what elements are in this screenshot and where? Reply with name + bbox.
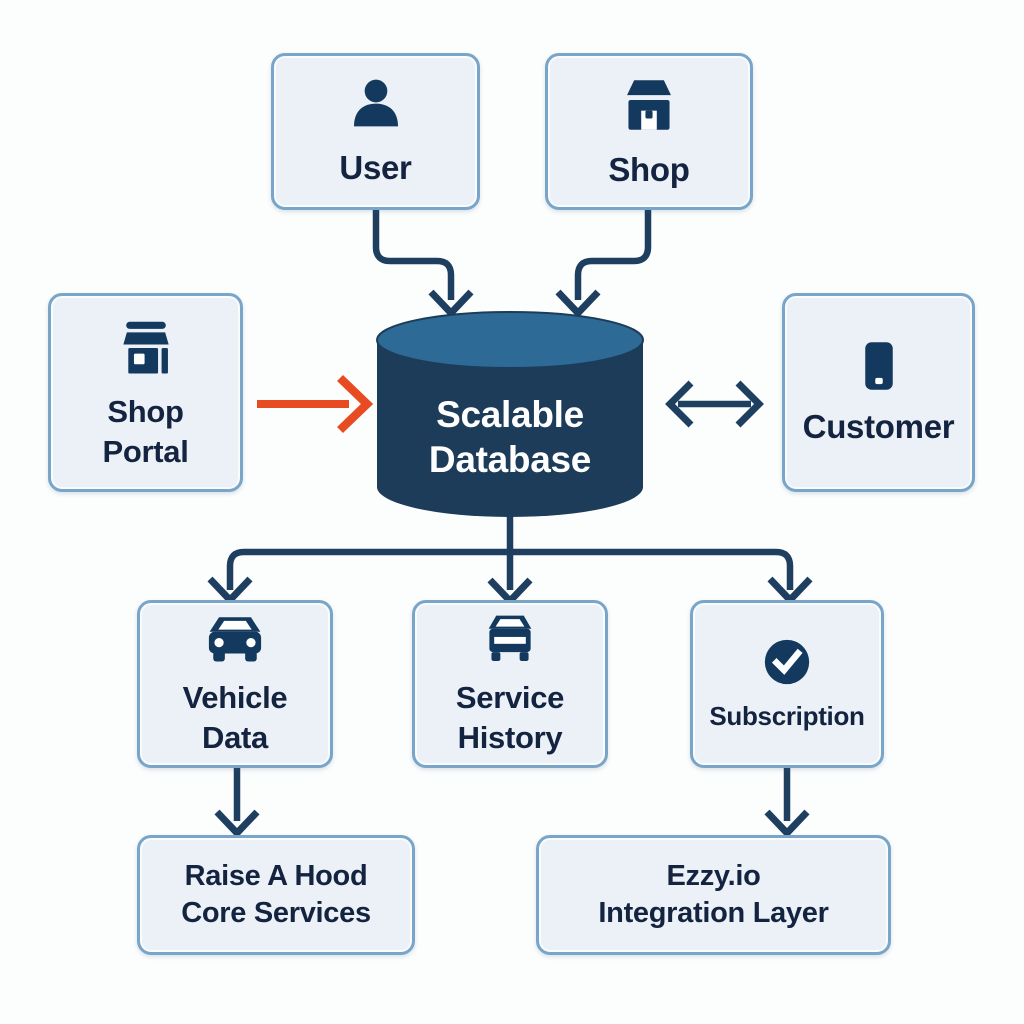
user-icon	[353, 80, 398, 127]
node-shop-label: Shop	[608, 151, 690, 189]
node-vehicle-data-line2: Data	[201, 720, 268, 755]
node-user: User	[271, 53, 480, 210]
node-database	[376, 311, 644, 517]
node-raise-a-hood: Raise A Hood Core Services	[137, 835, 415, 955]
node-vehicle-data: Vehicle Data	[137, 600, 333, 768]
car-front-icon	[488, 615, 532, 662]
node-shop-portal-line2: Portal	[102, 433, 189, 469]
storefront-door-icon	[122, 321, 169, 374]
database-label-line2: Database	[428, 439, 592, 480]
edge-shop-to-database	[555, 210, 652, 319]
node-raise-a-hood-line1: Raise A Hood	[184, 859, 368, 892]
database-label-line1: Scalable	[436, 394, 584, 435]
node-ezzy-line1: Ezzy.io	[666, 859, 761, 892]
edge-database-customer-two-way	[665, 380, 764, 428]
check-circle-icon	[764, 640, 810, 685]
node-ezzy-integration: Ezzy.io Integration Layer	[536, 835, 891, 955]
node-shop-portal-label: Shop Portal	[102, 392, 188, 471]
storefront-icon	[627, 80, 671, 131]
edge-subscription-to-ezzy	[764, 768, 810, 839]
edge-user-to-database	[372, 210, 474, 319]
node-shop-portal: Shop Portal	[48, 293, 243, 492]
edge-vehicle-data-to-raise-a-hood	[214, 768, 260, 839]
node-user-label: User	[339, 149, 412, 187]
edge-database-fanout	[207, 512, 813, 607]
node-service-history-label: Service History	[455, 678, 565, 757]
edge-shop-portal-to-database	[257, 374, 374, 434]
node-subscription-label: Subscription	[709, 701, 865, 732]
database-label: Scalable Database	[377, 392, 643, 482]
node-shop: Shop	[545, 53, 753, 210]
node-customer-label: Customer	[802, 408, 955, 446]
node-raise-a-hood-line2: Core Services	[181, 897, 371, 929]
node-ezzy-line2: Integration Layer	[598, 897, 829, 929]
node-service-history-line2: History	[457, 720, 563, 755]
smartphone-icon	[864, 342, 893, 391]
node-service-history-line1: Service	[455, 680, 565, 716]
node-service-history: Service History	[412, 600, 608, 768]
node-vehicle-data-line1: Vehicle	[182, 680, 288, 716]
node-subscription: Subscription	[690, 600, 884, 768]
node-vehicle-data-label: Vehicle Data	[183, 678, 288, 757]
car-icon	[208, 617, 262, 662]
node-ezzy-label: Ezzy.io Integration Layer	[598, 858, 828, 932]
node-raise-a-hood-label: Raise A Hood Core Services	[181, 858, 371, 932]
node-shop-portal-line1: Shop	[107, 393, 184, 429]
node-customer: Customer	[782, 293, 975, 492]
